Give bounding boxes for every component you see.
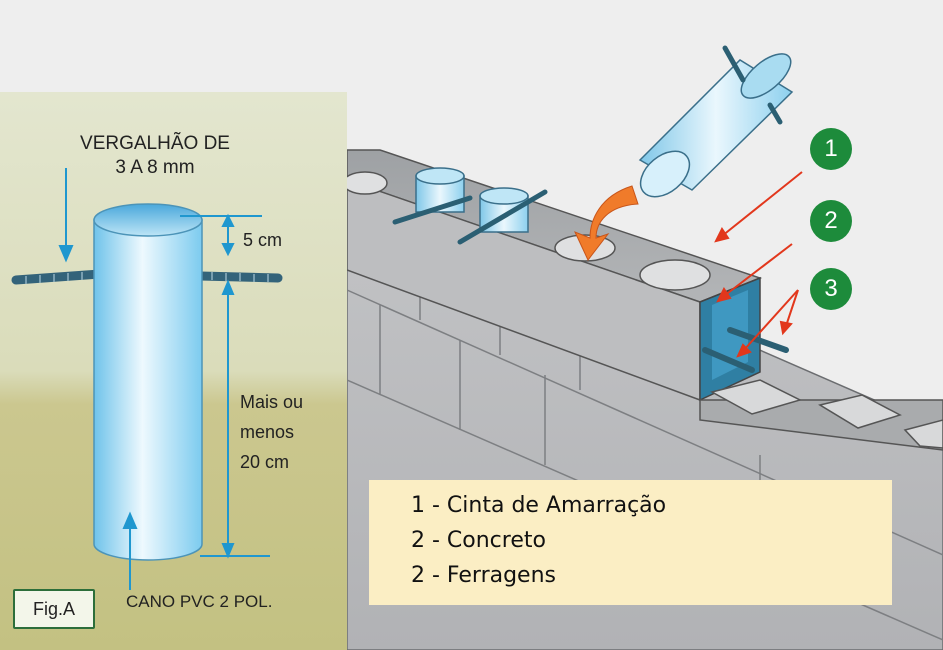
insert-arrow bbox=[574, 185, 639, 261]
badge-3: 3 bbox=[810, 268, 852, 310]
rebar-label: VERGALHÃO DE 3 A 8 mm bbox=[50, 132, 260, 180]
legend-item-2: 2 - Concreto bbox=[411, 528, 546, 553]
pipe-label: CANO PVC 2 POL. bbox=[126, 592, 273, 611]
rebar bbox=[11, 269, 283, 285]
dimension-lines bbox=[58, 168, 270, 590]
rebar-label-line1: VERGALHÃO DE bbox=[80, 133, 230, 154]
lower-course-blocks bbox=[699, 379, 943, 451]
pipe-length-line3: 20 cm bbox=[240, 452, 290, 472]
fig-a-panel: VERGALHÃO DE 3 A 8 mm 5 cm Mais ou menos… bbox=[0, 92, 347, 650]
badge-2: 2 bbox=[810, 200, 852, 242]
channel-rebars bbox=[702, 327, 789, 373]
figure-tag: Fig.A bbox=[13, 589, 95, 629]
rebar-label-line2: 3 A 8 mm bbox=[115, 157, 195, 178]
pipe-length-line1: Mais ou bbox=[240, 392, 304, 412]
pipe-length-line2: menos bbox=[240, 422, 295, 442]
pipe-length-label: Mais ou menos 20 cm bbox=[240, 387, 303, 477]
pvc-pipe bbox=[93, 219, 203, 561]
legend-item-1: 1 - Cinta de Amarração bbox=[411, 493, 667, 518]
fig-a-illustration bbox=[0, 92, 347, 650]
legend-item-3: 2 - Ferragens bbox=[411, 563, 556, 588]
top-offset-label: 5 cm bbox=[243, 230, 283, 250]
pvc-sleeves bbox=[392, 167, 548, 245]
legend-box: 1 - Cinta de Amarração 2 - Concreto 2 - … bbox=[369, 480, 892, 605]
callout-arrows bbox=[714, 171, 803, 358]
floating-pvc-pipe bbox=[638, 45, 794, 198]
badge-1: 1 bbox=[810, 128, 852, 170]
